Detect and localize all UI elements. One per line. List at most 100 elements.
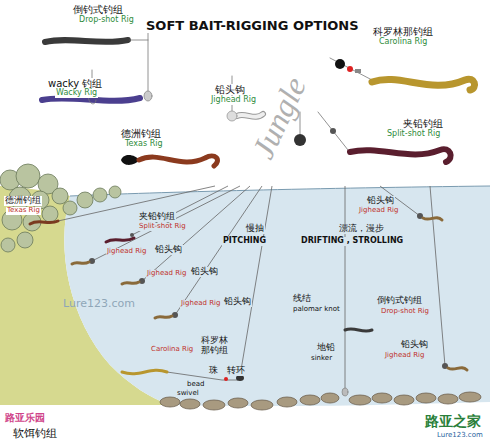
bottom-rock [228, 398, 248, 408]
soft-bait-lure [106, 238, 134, 242]
rig-label: 科罗林那钓组 [200, 336, 232, 356]
part-label: 珠 [208, 366, 219, 376]
technique-label: DRIFTING , STROLLING [300, 237, 404, 246]
bush [63, 201, 77, 215]
bottom-rock [160, 392, 481, 410]
bush [77, 192, 93, 208]
rig-illustration [355, 69, 361, 73]
rig-label: 倒钓式钓组 [72, 4, 124, 15]
rig-label: Drop-shot Rig [78, 16, 135, 25]
rig-illustration [330, 58, 372, 80]
water [64, 186, 490, 406]
soft-bait-lure [448, 368, 467, 370]
rig-label: wacky 钓组 [47, 78, 103, 89]
bottom-rock [459, 392, 481, 402]
soft-bait-lure [130, 233, 134, 237]
rig-illustration [121, 155, 139, 165]
bottom-rock [321, 393, 339, 403]
rig-label: Texas Rig [124, 140, 164, 149]
rig-label: 倒钓式钓组 [376, 296, 423, 306]
rig-illustration [350, 149, 451, 162]
rig-label: Jighead Rig [180, 300, 221, 308]
bush [93, 188, 107, 202]
soft-bait-lure [345, 329, 372, 331]
rig-illustration [227, 111, 237, 121]
soft-bait-lure [122, 370, 167, 373]
water [64, 186, 490, 406]
part-label: swivel [176, 390, 200, 398]
rig-label: Jighead Rig [358, 207, 399, 215]
rig-illustration [42, 98, 140, 101]
rig-label: Wacky Rig [55, 89, 98, 98]
title: SOFT BAIT-RIGGING OPTIONS [145, 19, 360, 33]
rig-label: 德洲钓组 [4, 196, 42, 206]
rig-label: Split-shot Rig [138, 223, 187, 231]
fishing-line [345, 186, 346, 392]
bottom-rock [277, 397, 297, 407]
rig-illustration [45, 40, 128, 42]
part-label: 线结 [292, 294, 312, 304]
fishing-line [142, 186, 250, 281]
soft-bait-lure [342, 388, 348, 396]
part-label: 地铅 [316, 343, 336, 353]
rig-label: Drop-shot Rig [380, 308, 430, 316]
bush [0, 164, 121, 252]
part-label: sinker [310, 355, 333, 363]
water [70, 186, 490, 196]
logo-text: 路亚乐园 [4, 412, 46, 423]
rig-label: 铅头钩 [190, 267, 219, 277]
part-label: palomar knot [292, 306, 341, 314]
rig-illustration [130, 28, 148, 91]
rig-label: 科罗林那钓组 [372, 26, 434, 37]
soft-bait-lure [423, 218, 442, 220]
fishing-line [240, 186, 272, 376]
rig-label: Split-shot Rig [386, 130, 441, 139]
watermark: Jungle [245, 71, 314, 165]
fishing-line [58, 186, 215, 221]
fishing-line [430, 186, 445, 366]
logo-text: 路亚之家 [424, 414, 482, 429]
bottom-rock [438, 394, 458, 404]
rig-label: 铅头钩 [154, 245, 183, 255]
bush [52, 188, 68, 204]
bush [109, 186, 121, 198]
soft-bait-lure [155, 316, 172, 318]
part-label: 转环 [226, 366, 246, 376]
bush [1, 238, 15, 252]
bottom-rock [416, 393, 436, 403]
bottom-rock [394, 395, 414, 405]
rig-label: Jighead Rig [106, 248, 147, 256]
technique-label: 漂流，漫步 [338, 224, 385, 234]
rig-illustration [330, 128, 336, 134]
technique-label: 慢抽 [245, 224, 265, 234]
rig-label: 铅头钩 [400, 340, 429, 350]
watermark: Lure123.com [62, 298, 136, 310]
rig-illustration [144, 91, 152, 101]
caption-text: 软饵钓组 [12, 428, 58, 440]
rig-label: Jighead Rig [384, 352, 425, 360]
soft-bait-lure [224, 377, 228, 381]
rig-label: Carolina Rig [150, 346, 194, 354]
rig-label: 夹铅钓组 [138, 212, 176, 222]
rig-label: Jighead Rig [210, 96, 257, 105]
rig-illustration [237, 114, 263, 117]
rig-label: 铅头钩 [214, 84, 246, 95]
rig-label: 德洲钓组 [120, 128, 162, 139]
soft-bait-lure [236, 375, 244, 381]
rig-illustration [347, 66, 353, 72]
rig-illustration [294, 134, 306, 146]
soft-bait-lure [72, 262, 89, 264]
bush [17, 232, 33, 248]
bottom-rock [203, 400, 225, 410]
part-label: bead [186, 381, 205, 389]
bush [16, 164, 40, 188]
fishing-line [175, 186, 262, 315]
rig-label: 铅头钩 [366, 196, 395, 206]
rig-label: Jighead Rig [146, 270, 187, 278]
bottom-rock [349, 395, 371, 405]
fishing-line [92, 186, 240, 261]
technique-label: PITCHING [222, 237, 267, 246]
rig-label: Texas Rig [6, 207, 41, 215]
